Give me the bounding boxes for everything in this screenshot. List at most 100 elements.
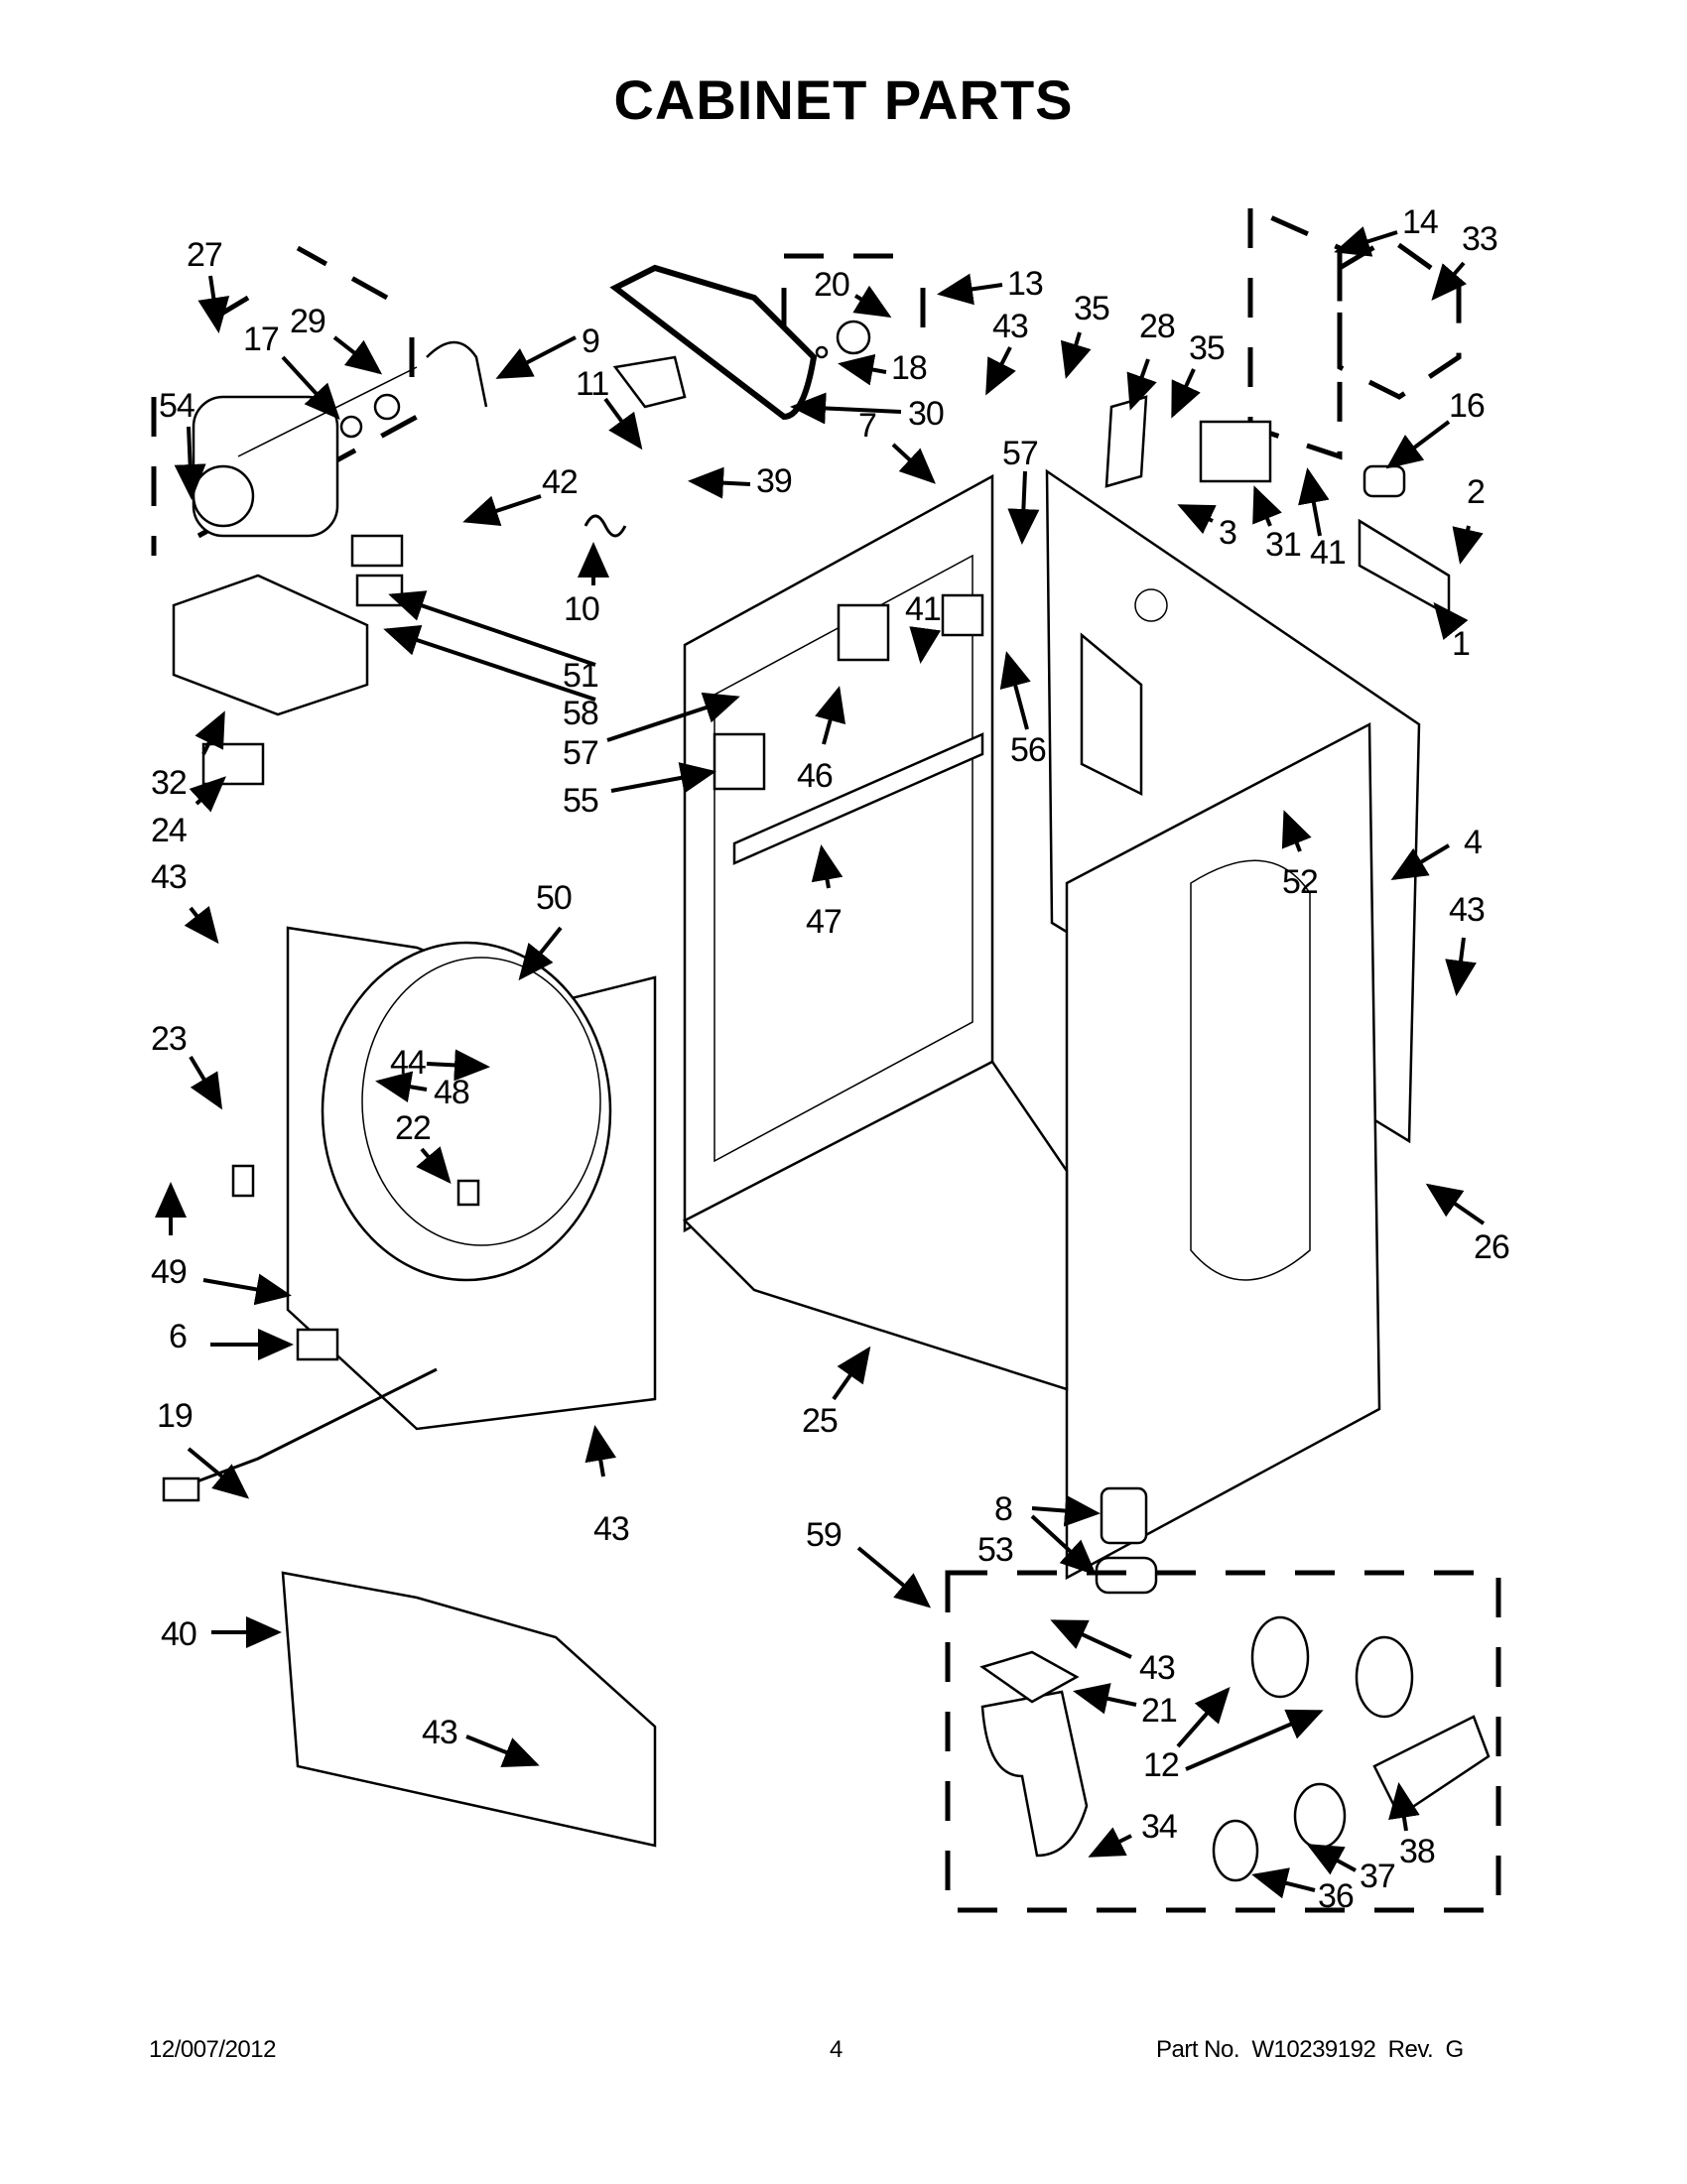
leader-28 [1126, 358, 1157, 411]
vent-elbow [980, 1690, 1089, 1858]
callout-14: 14 [1402, 203, 1438, 241]
leader-43d [584, 1425, 617, 1477]
leader-41a [1298, 467, 1330, 537]
callout-4: 4 [1464, 824, 1482, 861]
callout-24: 24 [151, 812, 187, 849]
leader-3 [1177, 504, 1217, 535]
leader-51 [388, 590, 596, 667]
callout-25: 25 [802, 1402, 838, 1440]
callout-39: 39 [756, 462, 792, 500]
callout-13: 13 [1007, 265, 1043, 303]
callout-11: 11 [576, 365, 608, 403]
leader-32 [195, 710, 225, 755]
callout-55: 55 [563, 782, 598, 820]
page-title: CABINET PARTS [613, 68, 1074, 131]
leader-30 [790, 392, 902, 425]
motor-clamp [426, 340, 488, 408]
insulation-pad [201, 742, 265, 786]
door-strike [456, 1179, 480, 1207]
leader-17 [281, 355, 340, 420]
bracket-23 [231, 1164, 255, 1198]
callout-40: 40 [161, 1615, 196, 1653]
cabinet-side-panel [682, 473, 1381, 1581]
top-right-electrical-group [1104, 204, 1462, 618]
callout-31: 31 [1265, 526, 1301, 564]
strain-relief [1363, 464, 1406, 498]
callout-38: 38 [1399, 1833, 1435, 1870]
callout-51: 51 [563, 657, 598, 695]
leader-9 [495, 335, 577, 379]
callout-59: 59 [806, 1516, 842, 1554]
leader-31 [1252, 485, 1282, 527]
leader-49 [202, 1273, 292, 1306]
drive-motor-group [151, 245, 488, 556]
leader-27 [197, 275, 230, 333]
leader-2 [1452, 525, 1484, 565]
bracket-28 [1104, 395, 1148, 488]
callout-16: 16 [1449, 387, 1485, 425]
callout-32: 32 [151, 764, 187, 802]
access-cover [1358, 518, 1451, 618]
callout-28: 28 [1139, 308, 1175, 345]
leader-12b [1185, 1709, 1324, 1771]
callout-7: 7 [858, 407, 876, 445]
leader-56 [999, 651, 1031, 730]
callout-50: 50 [536, 879, 572, 917]
leader-43c [184, 905, 219, 945]
callout-47: 47 [806, 903, 842, 941]
callout-37: 37 [1360, 1858, 1395, 1895]
leader-22 [416, 1146, 452, 1185]
cabinet-base [682, 1060, 1069, 1391]
footer-page-number: 4 [830, 2036, 843, 2063]
leader-8 [1031, 1494, 1101, 1527]
idler-group [584, 253, 926, 538]
footer-date: 12/007/2012 [149, 2036, 276, 2063]
callout-54: 54 [159, 387, 195, 425]
leader-20 [852, 285, 892, 319]
callout-17: 17 [243, 321, 279, 358]
leader-4 [1390, 843, 1451, 881]
idler-spring [584, 514, 627, 538]
leader-16 [1385, 420, 1451, 469]
callout-2: 2 [1467, 473, 1485, 511]
callout-42: 42 [542, 463, 578, 501]
callout-23: 23 [151, 1020, 187, 1058]
callout-20: 20 [814, 266, 849, 304]
gas-valve [713, 732, 766, 791]
leader-24 [189, 776, 226, 813]
leader-58 [383, 624, 596, 702]
leader-36 [1251, 1867, 1316, 1899]
leader-21 [1073, 1683, 1137, 1715]
callout-3: 3 [1219, 514, 1236, 552]
callout-19: 19 [157, 1397, 193, 1435]
vent-plate [979, 1650, 1080, 1704]
callout-34: 34 [1141, 1808, 1177, 1846]
leader-18 [838, 353, 887, 386]
leader-1 [1433, 601, 1469, 640]
callout-26: 26 [1474, 1228, 1509, 1266]
electronic-control [837, 603, 890, 662]
callout-labels: 27 29 17 54 9 11 42 10 39 20 18 13 30 43… [151, 203, 1510, 1915]
leveling-legs [1095, 1486, 1158, 1595]
callout-52: 52 [1282, 863, 1318, 901]
callout-18: 18 [891, 349, 927, 387]
front-panel [231, 926, 657, 1431]
callout-44: 44 [390, 1044, 426, 1082]
callout-56: 56 [1010, 731, 1046, 769]
leader-54 [174, 426, 206, 500]
callout-1: 1 [1452, 625, 1470, 663]
leader-57a [1007, 470, 1040, 545]
callout-6: 6 [169, 1318, 187, 1355]
leader-35b [1171, 368, 1201, 419]
shield-strip [732, 732, 984, 865]
leader-52 [1281, 810, 1312, 852]
callout-49: 49 [151, 1253, 187, 1291]
callout-10: 10 [564, 590, 599, 628]
callout-43-bottom: 43 [593, 1510, 629, 1548]
leader-57b [606, 692, 740, 742]
motor-pulley [192, 464, 255, 528]
callout-48: 48 [434, 1074, 469, 1111]
leader-29 [332, 335, 383, 375]
leader-12a [1176, 1686, 1231, 1748]
leader-35a [1060, 331, 1092, 379]
